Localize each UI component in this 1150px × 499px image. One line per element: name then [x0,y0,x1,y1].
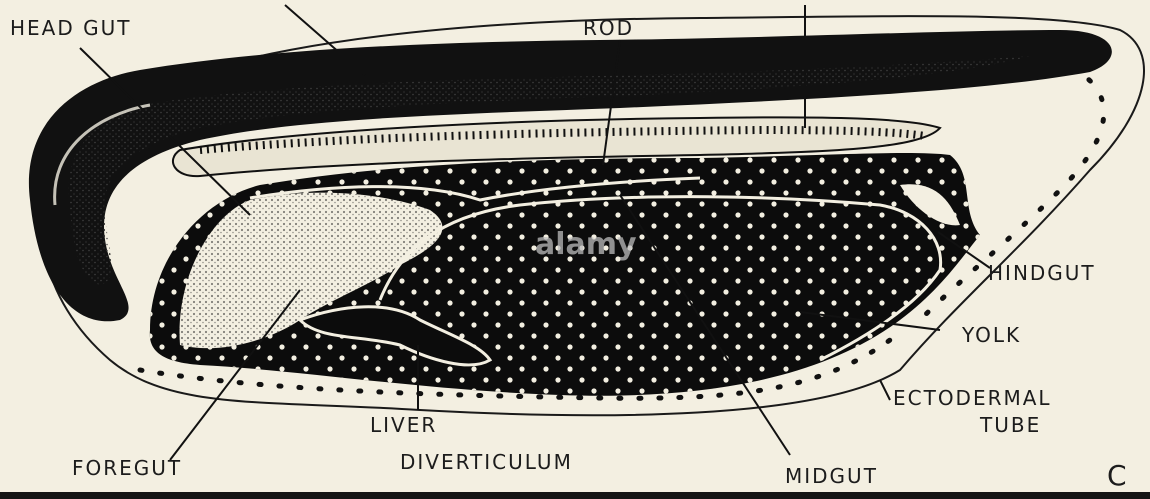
label-liver: LIVER [370,415,437,435]
label-dorsal-rod: ROD [583,18,634,38]
label-yolk: YOLK [962,325,1021,345]
panel-letter: C [1107,462,1127,490]
label-diverticulum: DIVERTICULUM [400,452,573,472]
label-tube: TUBE [980,415,1041,435]
label-midgut: MIDGUT [785,466,878,486]
label-hindgut: HINDGUT [988,263,1096,283]
label-foregut: FOREGUT [72,458,182,478]
label-ectodermal: ECTODERMAL [893,388,1052,408]
watermark: alamy [535,230,637,260]
bottom-border [0,492,1150,499]
label-head-gut: HEAD GUT [10,18,131,38]
